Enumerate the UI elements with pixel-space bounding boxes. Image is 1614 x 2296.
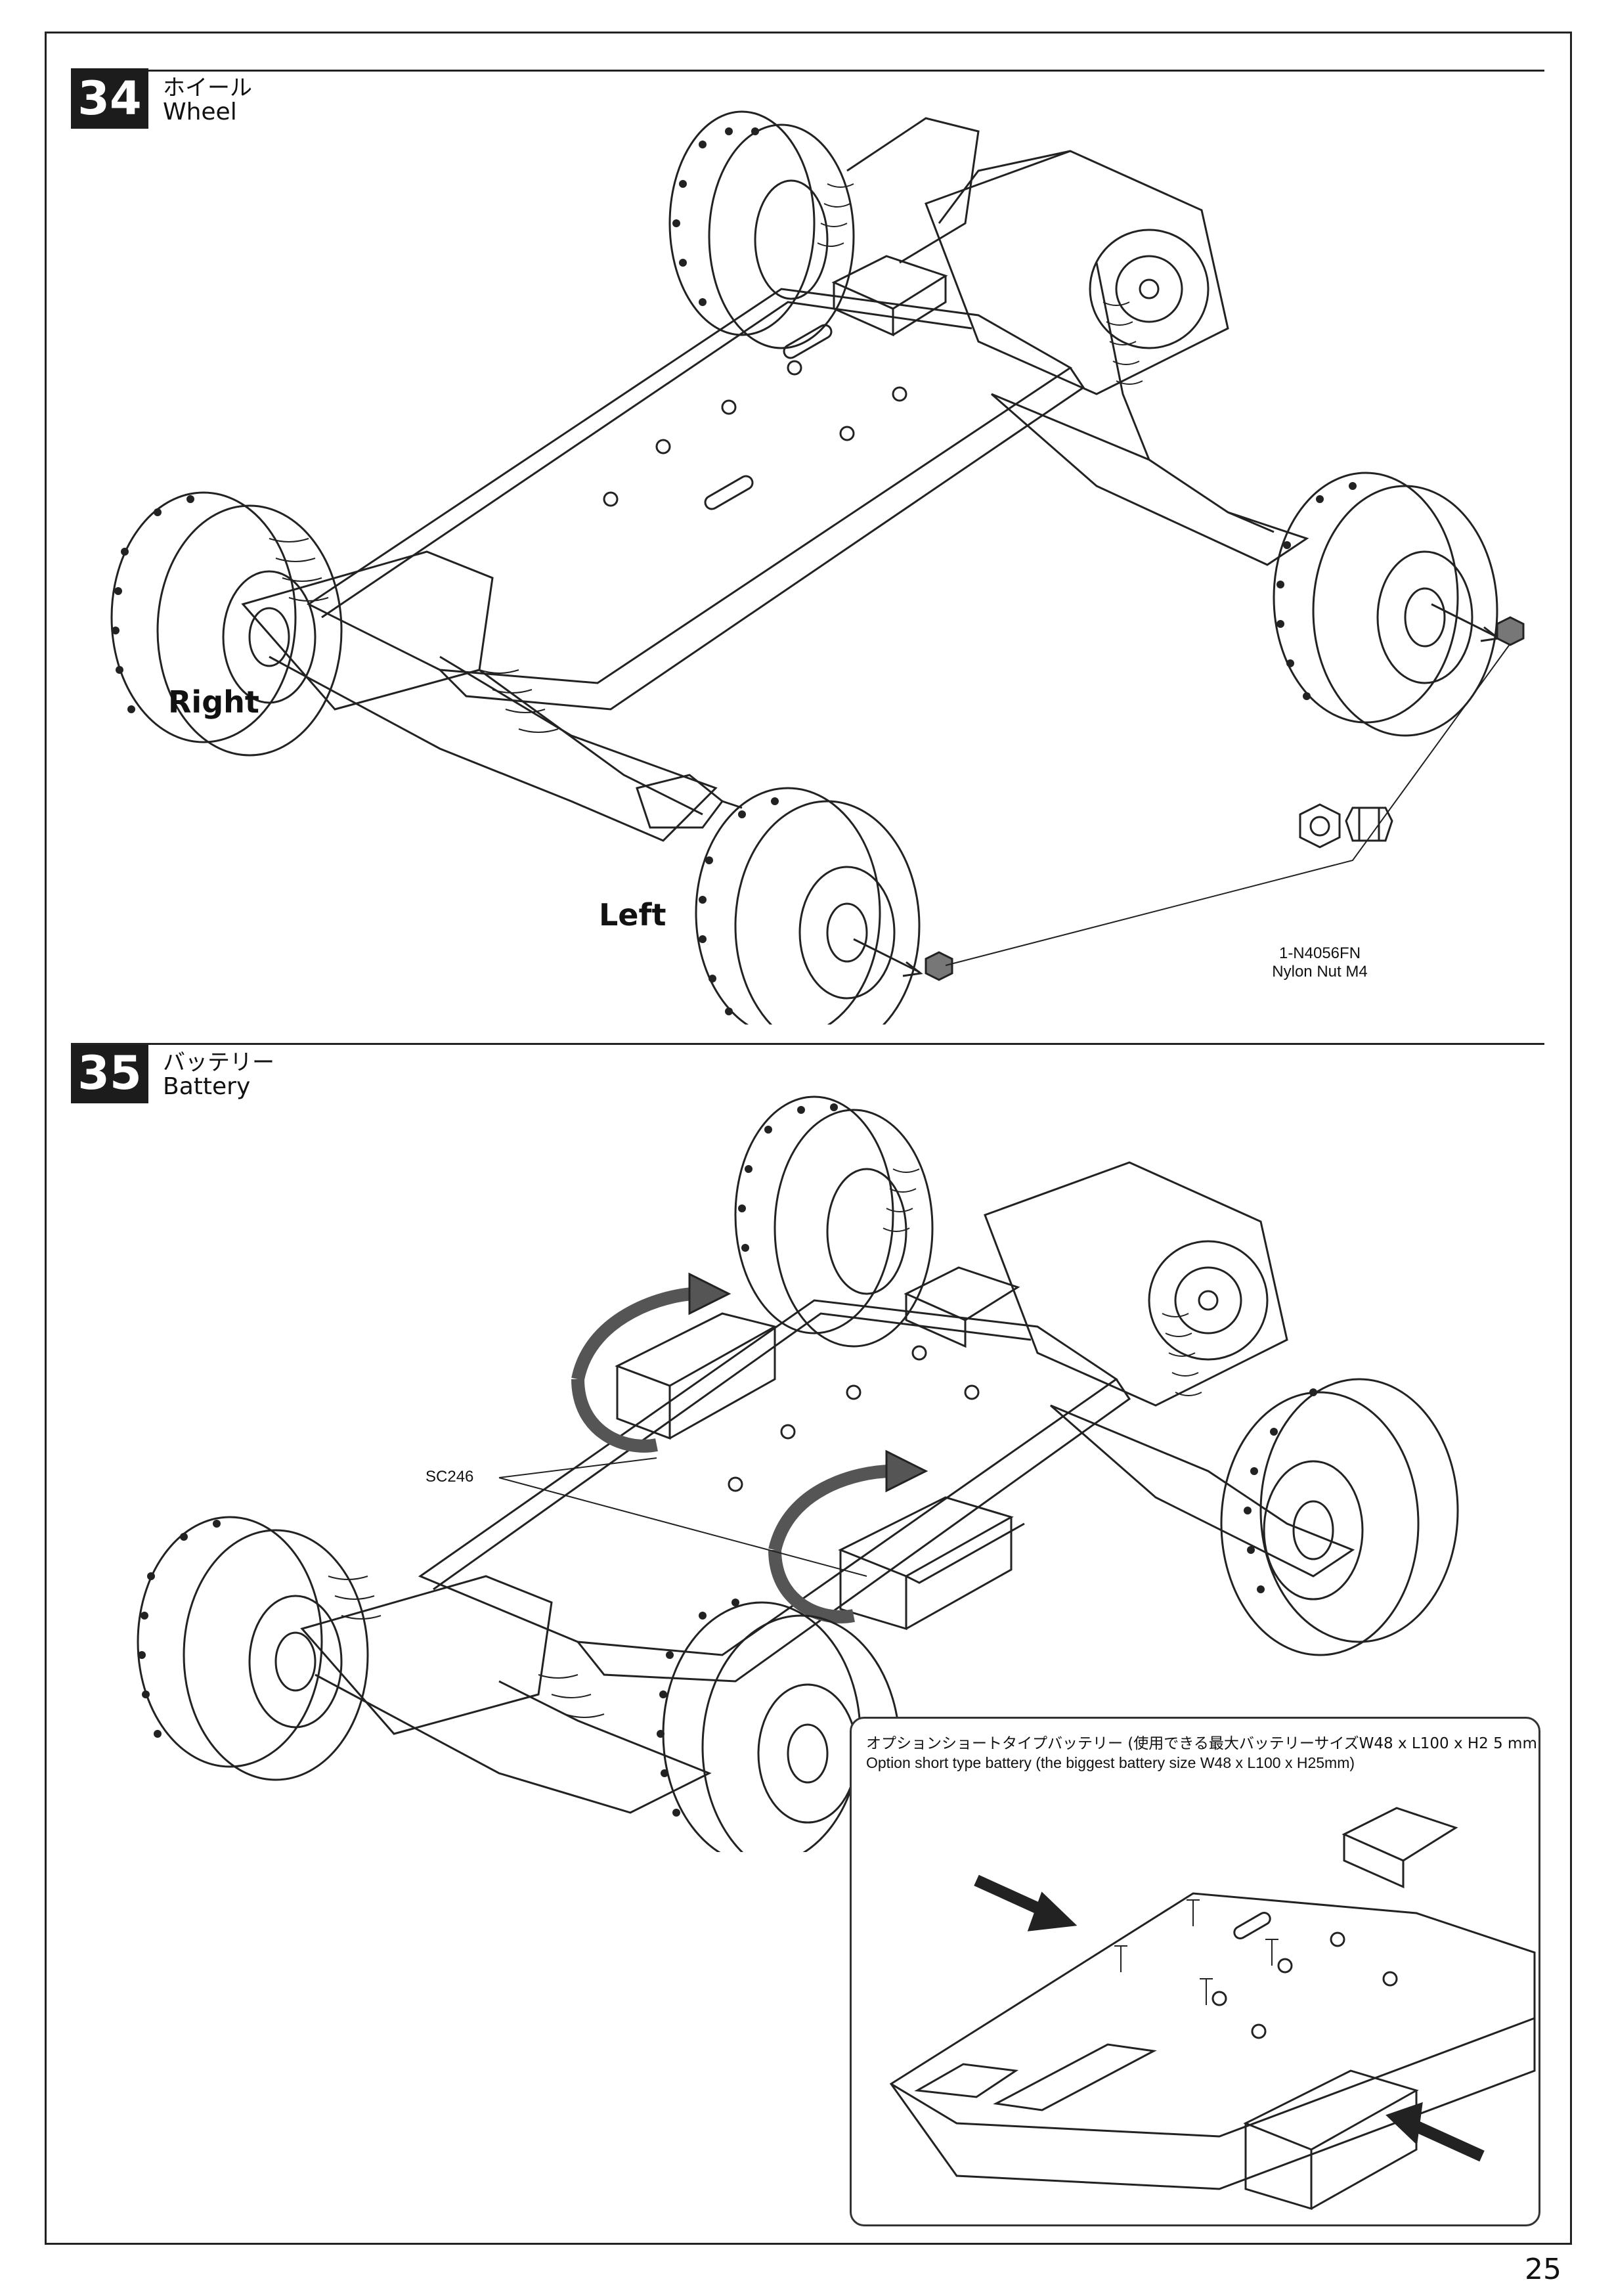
inset-drawing [889, 1807, 1536, 2211]
part-callout-nylon-nut: 1-N4056FN Nylon Nut M4 [1254, 944, 1385, 981]
step-number-34: 34 [71, 68, 148, 129]
page-frame [45, 32, 1572, 2245]
inset-caption-en: Option short type battery (the biggest b… [866, 1754, 1355, 1771]
label-right: Right [168, 684, 259, 720]
page-number: 25 [1525, 2253, 1561, 2286]
inset-caption-jp: オプションショートタイプバッテリー (使用できる最大バッテリーサイズW48 x … [866, 1735, 1540, 1752]
step-title-jp: バッテリー [163, 1049, 274, 1076]
part-code: 1-N4056FN [1278, 944, 1361, 962]
step-35-chassis-drawing [137, 1095, 1459, 1852]
part-name: Nylon Nut M4 [1272, 963, 1368, 981]
label-left: Left [599, 897, 666, 933]
step-number-35: 35 [71, 1043, 148, 1103]
step-title-en: Wheel [163, 99, 237, 125]
step-34-chassis-drawing [110, 110, 1525, 1025]
step-title-en: Battery [163, 1073, 251, 1100]
step-34-rule [148, 70, 1544, 72]
step-35-rule [71, 1043, 1544, 1045]
step-title-jp: ホイール [163, 75, 252, 101]
option-battery-inset: オプションショートタイプバッテリー (使用できる最大バッテリーサイズW48 x … [850, 1717, 1540, 2226]
part-label-sc246: SC246 [425, 1468, 474, 1486]
